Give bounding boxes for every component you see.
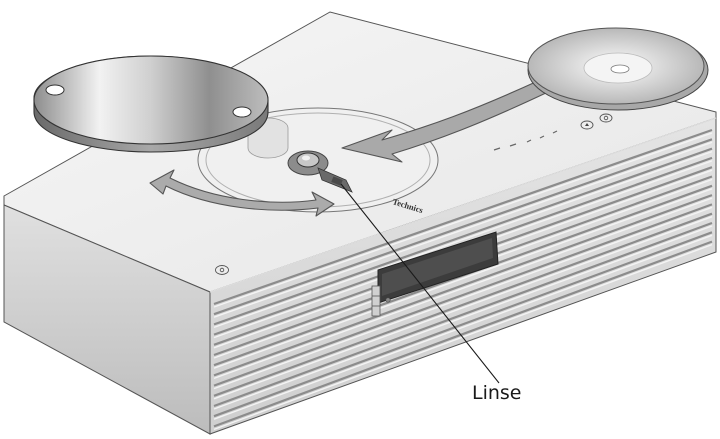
eject-button[interactable] bbox=[580, 120, 594, 130]
lens-spindle bbox=[287, 150, 353, 193]
lid-cover-icon bbox=[33, 55, 269, 153]
grille-slat-highlight bbox=[213, 141, 713, 318]
power-button[interactable] bbox=[599, 113, 613, 123]
grille-slat-highlight bbox=[213, 225, 713, 410]
top-control-strip bbox=[493, 130, 558, 151]
rotate-arrow-icon bbox=[149, 169, 335, 217]
grille-slat-highlight bbox=[213, 132, 713, 308]
grille-slat bbox=[213, 138, 713, 316]
eject-icon bbox=[585, 123, 589, 126]
grille-slat bbox=[213, 194, 713, 377]
grille-slat-highlight bbox=[213, 188, 713, 369]
grille-slat bbox=[213, 231, 713, 418]
standby-icon bbox=[219, 267, 225, 273]
grille-slat-highlight bbox=[213, 150, 713, 329]
grille-slat bbox=[213, 240, 713, 428]
callout-leader-line bbox=[340, 183, 500, 384]
grille-slat-highlight bbox=[213, 216, 713, 400]
grille-slat bbox=[213, 212, 713, 397]
headphone-jack bbox=[385, 297, 391, 303]
cd-disc-icon bbox=[527, 27, 709, 111]
grille-slat bbox=[213, 221, 713, 408]
grille-slat bbox=[213, 147, 713, 326]
power-icon bbox=[603, 115, 609, 121]
front-button-group[interactable] bbox=[371, 285, 381, 317]
grille-slat bbox=[213, 128, 713, 306]
standby-button[interactable] bbox=[215, 265, 229, 275]
grille-slat-highlight bbox=[213, 197, 713, 380]
grille-slat-highlight bbox=[213, 206, 713, 390]
lens-callout-label: Linse bbox=[472, 382, 522, 404]
grille-slat bbox=[213, 203, 713, 387]
grille-slat-highlight bbox=[213, 234, 713, 420]
